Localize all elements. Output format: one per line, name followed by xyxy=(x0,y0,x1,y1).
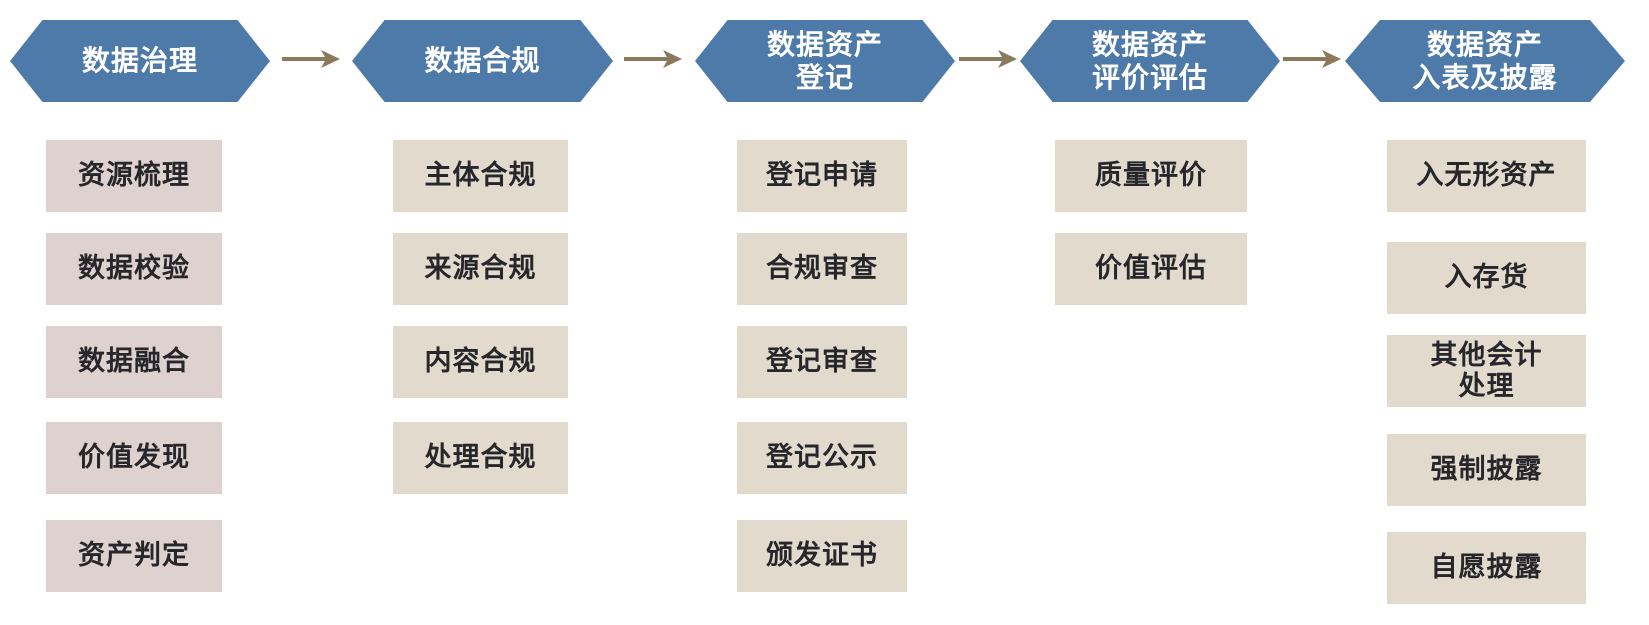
stage-3-step-5: 颁发证书 xyxy=(737,520,907,592)
stage-1-step-1: 资源梳理 xyxy=(46,140,222,212)
arrow-right-icon xyxy=(1283,50,1341,68)
stage-2-step-4: 处理合规 xyxy=(393,422,568,494)
stage-header-data-compliance: 数据合规 xyxy=(352,20,613,102)
stage-5-step-3: 其他会计 处理 xyxy=(1387,335,1586,407)
stage-5-step-2: 入存货 xyxy=(1387,242,1586,314)
stage-5-step-1: 入无形资产 xyxy=(1387,140,1586,212)
stage-header-data-asset-registration: 数据资产 登记 xyxy=(695,20,955,102)
stage-1-step-4: 价值发现 xyxy=(46,422,222,494)
stage-header-data-asset-evaluation: 数据资产 评价评估 xyxy=(1020,20,1280,102)
stage-5-step-4: 强制披露 xyxy=(1387,434,1586,506)
stage-1-step-5: 资产判定 xyxy=(46,520,222,592)
stage-5-step-5: 自愿披露 xyxy=(1387,532,1586,604)
stage-2-step-3: 内容合规 xyxy=(393,326,568,398)
stage-3-step-4: 登记公示 xyxy=(737,422,907,494)
stage-3-step-1: 登记申请 xyxy=(737,140,907,212)
stage-3-step-2: 合规审查 xyxy=(737,233,907,305)
stage-3-step-3: 登记审查 xyxy=(737,326,907,398)
stage-header-data-governance: 数据治理 xyxy=(10,20,270,102)
stage-4-step-1: 质量评价 xyxy=(1055,140,1247,212)
stage-1-step-3: 数据融合 xyxy=(46,326,222,398)
stage-2-step-2: 来源合规 xyxy=(393,233,568,305)
arrow-right-icon xyxy=(624,50,682,68)
stage-4-step-2: 价值评估 xyxy=(1055,233,1247,305)
stage-header-data-asset-booking-disclosure: 数据资产 入表及披露 xyxy=(1345,20,1625,102)
stage-2-step-1: 主体合规 xyxy=(393,140,568,212)
stage-1-step-2: 数据校验 xyxy=(46,233,222,305)
arrow-right-icon xyxy=(282,50,340,68)
arrow-right-icon xyxy=(959,50,1017,68)
